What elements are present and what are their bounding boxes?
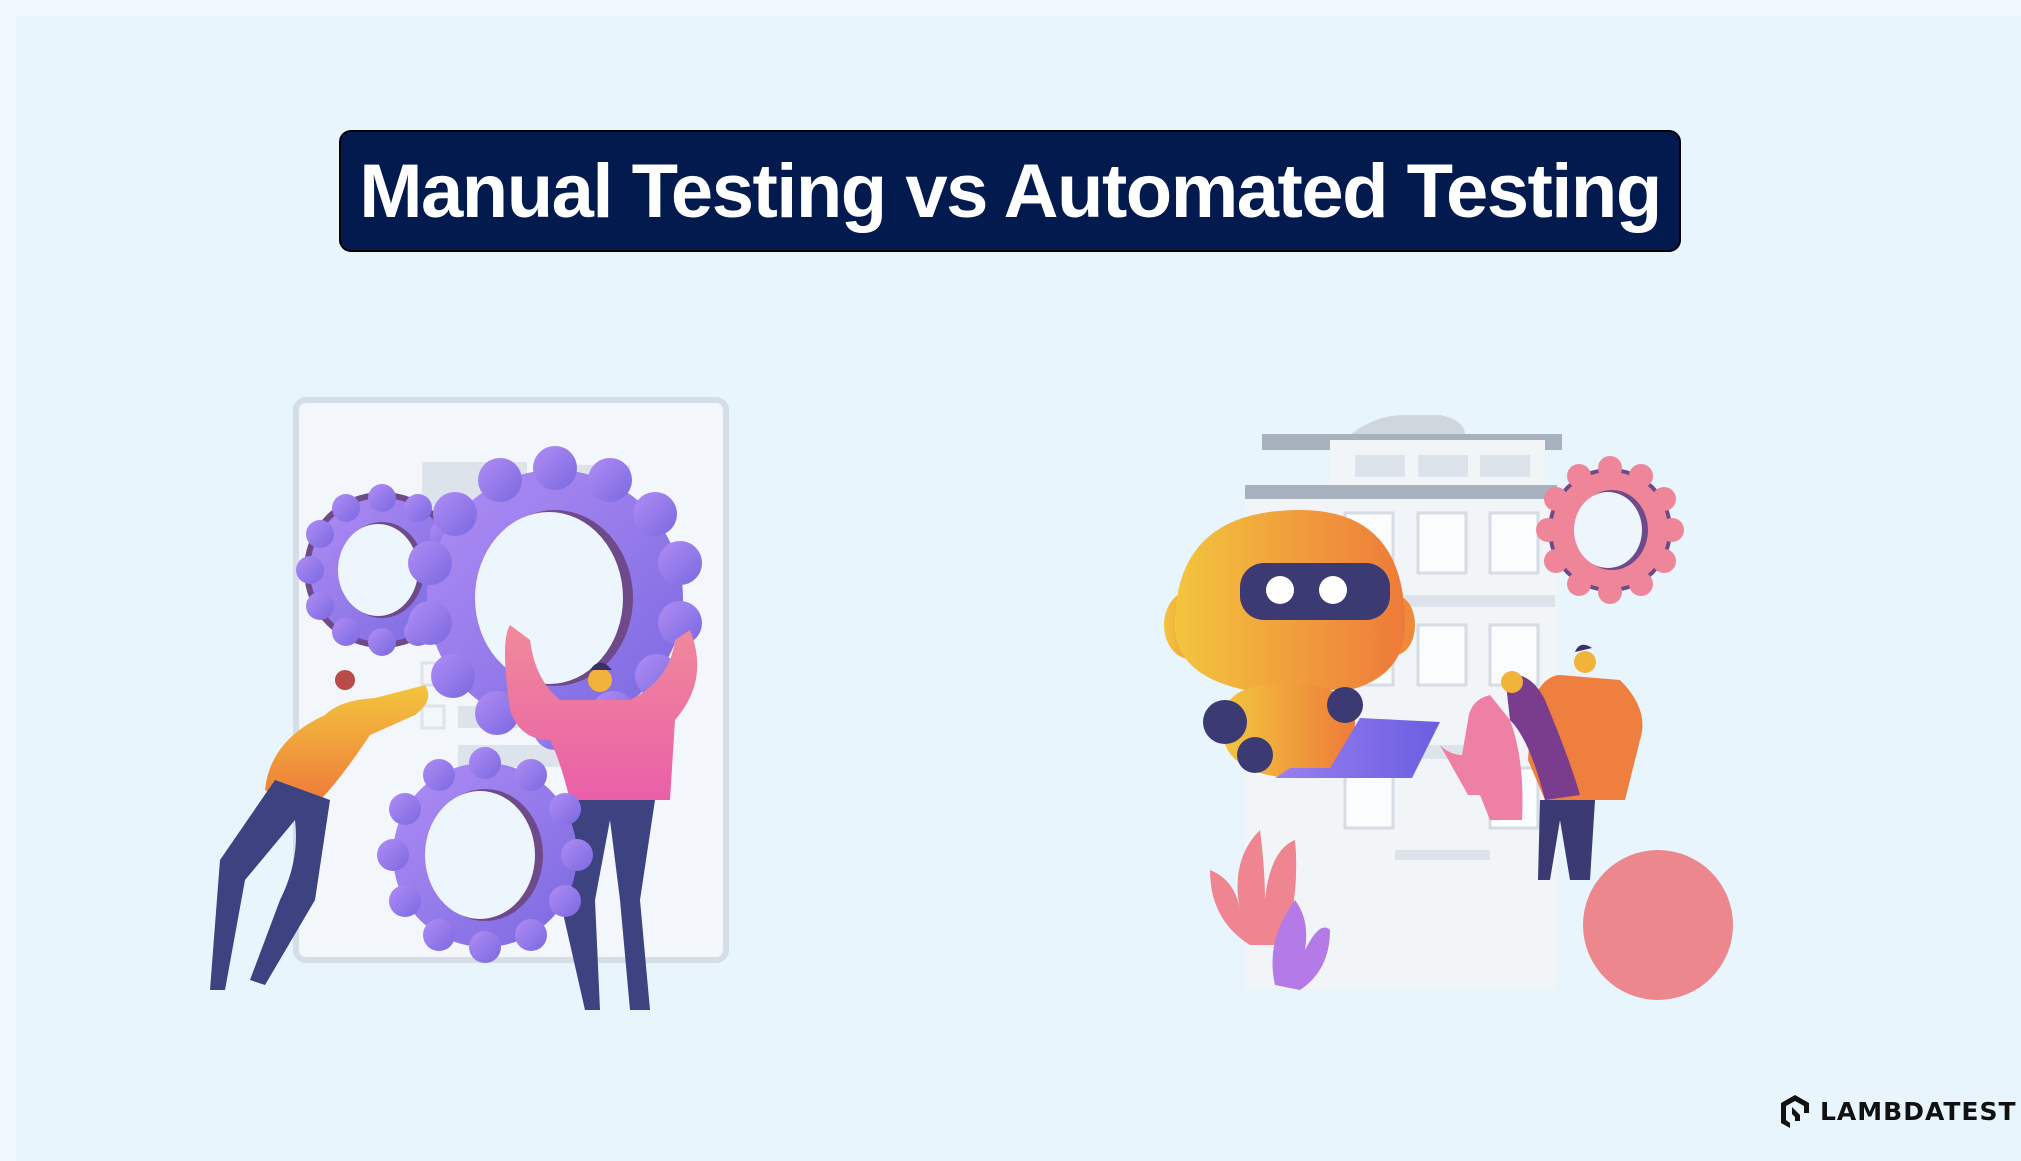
building bbox=[1245, 415, 1562, 989]
page-title: Manual Testing vs Automated Testing bbox=[359, 148, 1662, 234]
gear-icon bbox=[296, 484, 468, 656]
plant bbox=[1210, 830, 1330, 990]
brand-logo: LAMBDATEST bbox=[1778, 1093, 2017, 1129]
person-pushing-gear bbox=[210, 670, 429, 990]
decorative-circle bbox=[1583, 850, 1733, 1000]
automated-testing-illustration bbox=[1164, 415, 1733, 1000]
lambdatest-logo-icon bbox=[1781, 1095, 1809, 1128]
manual-testing-illustration bbox=[210, 397, 729, 1010]
people-group bbox=[1440, 644, 1643, 880]
gear-icon bbox=[377, 747, 593, 963]
brand-name: LAMBDATEST bbox=[1820, 1096, 2017, 1126]
robot bbox=[1164, 510, 1440, 778]
title-banner: Manual Testing vs Automated Testing bbox=[339, 130, 1681, 252]
gear-icon bbox=[1536, 456, 1684, 604]
